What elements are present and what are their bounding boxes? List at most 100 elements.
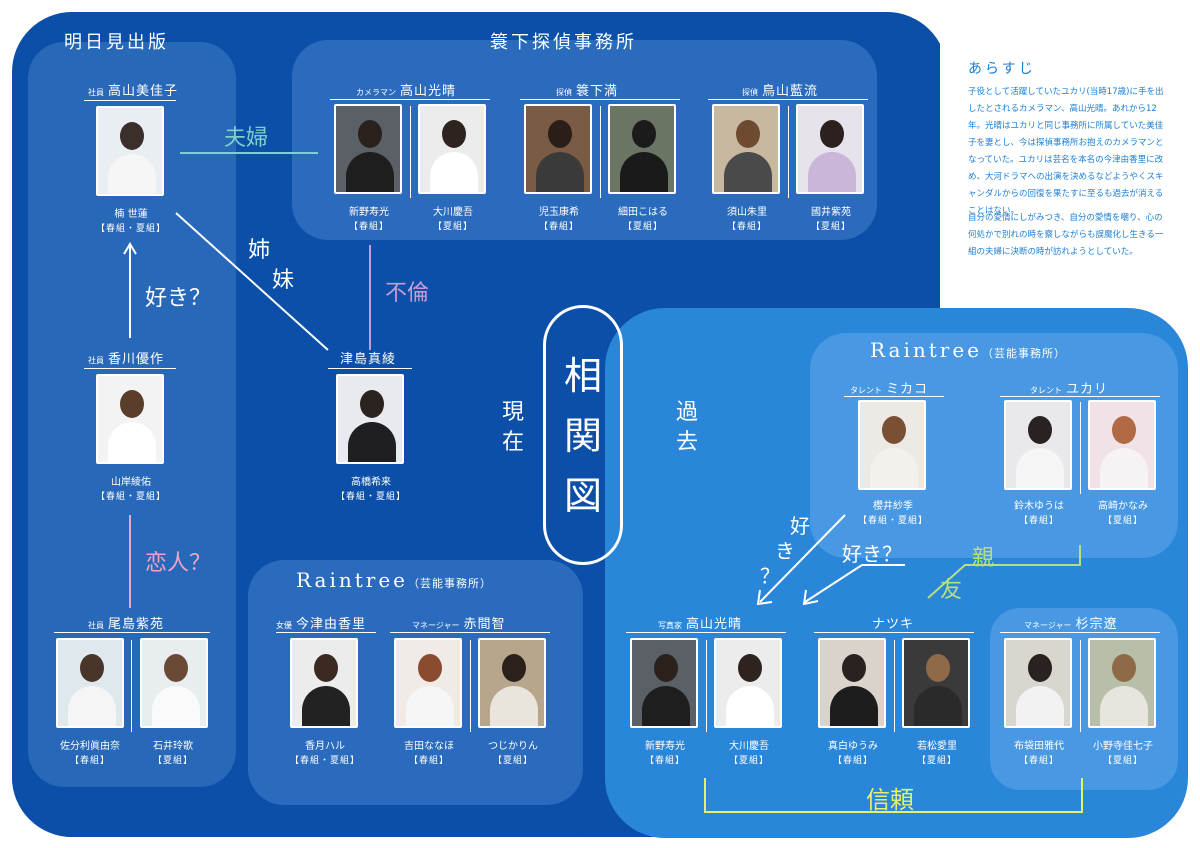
actor-kodama: 児玉康希 【春組】 (514, 206, 604, 234)
role-title: 探偵 (742, 88, 758, 97)
actor-class: 【春組】 (644, 756, 685, 766)
photo-divider (470, 640, 471, 732)
center-title-char: 関 (563, 414, 602, 458)
actor-name: 布袋田雅代 (1014, 741, 1064, 752)
actor-kunii: 國井紫苑 【夏組】 (786, 206, 876, 234)
role-underline (276, 632, 376, 633)
actor-name: 若松愛里 (917, 741, 957, 752)
actor-class: 【春組】 (1018, 516, 1059, 526)
role-takayama-miyoko: 社員 高山美佳子 (88, 80, 178, 99)
actor-class: 【春組】 (726, 222, 767, 232)
actor-name: 細田こはる (618, 207, 668, 218)
photo-wakamatsu (902, 638, 970, 728)
actor-tsuji: つじかりん 【夏組】 (468, 740, 558, 768)
shinyu-line (927, 545, 1081, 599)
role-name: 津島真綾 (340, 352, 397, 367)
actor-class: 【春組】 (69, 756, 110, 766)
photo-divider (600, 106, 601, 198)
actor-okawa-1: 大川慶吾 【夏組】 (408, 206, 498, 234)
actor-name: 佐分利眞由奈 (60, 741, 120, 752)
actor-wakamatsu: 若松愛里 【夏組】 (892, 740, 982, 768)
photo-divider (788, 106, 789, 198)
page-background (940, 0, 1200, 308)
actor-okawa-2: 大川慶吾 【夏組】 (704, 740, 794, 768)
relation-suki-v3: ？ (760, 564, 780, 588)
role-name: 尾島紫苑 (108, 617, 165, 632)
actor-class: 【春組・夏組】 (95, 224, 166, 234)
actor-class: 【夏組】 (492, 756, 533, 766)
photo-suyama (712, 104, 780, 194)
role-underline (390, 632, 550, 633)
photo-kozuki (290, 638, 358, 728)
actor-name: 高崎かなみ (1098, 501, 1148, 512)
actor-name: 香月ハル (305, 741, 345, 752)
actor-name: 新野寿光 (349, 207, 389, 218)
actor-yamagishi: 山岸綾佑 【春組・夏組】 (86, 476, 176, 504)
group-heading-mika: 明日見出版 (64, 32, 169, 53)
actor-name: 大川慶吾 (433, 207, 473, 218)
relation-shinyu-1: 親 (972, 546, 995, 571)
role-underline (626, 632, 786, 633)
actor-kusunoki: 楠 世蓮 【春組・夏組】 (86, 208, 176, 236)
role-underline (1000, 396, 1160, 397)
synopsis-title: あらすじ (968, 61, 1036, 77)
relation-suki-mid: 好き？ (842, 542, 902, 566)
role-yukari: タレント ユカリ (1030, 378, 1108, 397)
photo-shinno-1 (334, 104, 402, 194)
raintree-sub: （芸能事務所） (982, 347, 1066, 360)
group-heading-raintree-present: Raintree（芸能事務所） (296, 568, 492, 592)
actor-class: 【春組】 (832, 756, 873, 766)
actor-sakurai: 櫻井紗季 【春組・夏組】 (848, 500, 938, 528)
photo-divider (894, 640, 895, 732)
actor-class: 【夏組】 (432, 222, 473, 232)
suki-mid-arrowhead (802, 589, 819, 606)
center-title-char: 図 (563, 474, 602, 518)
synopsis-paragraph-1: 子役として活躍していたユカリ(当時17歳)に手を出したとされるカメラマン、高山光… (968, 87, 1164, 216)
relation-suki-left: 好き？ (145, 286, 212, 311)
photo-tsuji (478, 638, 546, 728)
actor-takahashi: 高橋希来 【春組・夏組】 (326, 476, 416, 504)
photo-fubeta (1004, 638, 1072, 728)
photo-okawa-2 (714, 638, 782, 728)
actor-name: 高橋希来 (351, 477, 391, 488)
role-underline (814, 632, 974, 633)
suki-past-arrowhead (756, 589, 773, 606)
suki-mid-line-b (804, 564, 863, 603)
actor-name: 國井紫苑 (811, 207, 851, 218)
role-name: 高山光晴 (400, 84, 457, 99)
suki-past-line (759, 514, 846, 603)
actor-shinno-2: 新野寿光 【春組】 (620, 740, 710, 768)
role-toriyama-airu: 探偵 鳥山藍流 (742, 80, 818, 99)
role-name: 簑下満 (576, 84, 619, 99)
actor-name: 新野寿光 (645, 741, 685, 752)
actor-class: 【春組・夏組】 (95, 492, 166, 502)
photo-takahashi (336, 374, 404, 464)
role-tsushima-maaya: 津島真綾 (340, 348, 396, 367)
group-heading-mino: 簑下探偵事務所 (490, 32, 637, 53)
actor-suyama: 須山朱里 【春組】 (702, 206, 792, 234)
photo-ishii (140, 638, 208, 728)
role-underline (328, 368, 412, 369)
group-heading-raintree-past: Raintree（芸能事務所） (870, 338, 1066, 362)
actor-name: 児玉康希 (539, 207, 579, 218)
relation-fuufu: 夫婦 (224, 126, 269, 151)
photo-onodera (1088, 638, 1156, 728)
actor-kozuki: 香月ハル 【春組・夏組】 (280, 740, 370, 768)
actor-name: 楠 世蓮 (114, 209, 148, 220)
actor-name: 吉田ななほ (404, 741, 454, 752)
role-sugi-munetoo: マネージャー 杉宗遼 (1024, 613, 1117, 632)
actor-ishii: 石井玲歌 【夏組】 (128, 740, 218, 768)
relation-shinyu-2: 友 (940, 578, 963, 603)
role-name: ユカリ (1066, 382, 1109, 397)
actor-class: 【夏組】 (152, 756, 193, 766)
shimai-line (175, 212, 329, 351)
role-name: 鳥山藍流 (762, 84, 819, 99)
present-char: 現 (502, 400, 525, 425)
role-title: 社員 (88, 88, 104, 97)
relation-shimai-2: 妹 (272, 268, 295, 293)
raintree-name: Raintree (296, 568, 408, 592)
role-underline (330, 99, 490, 100)
role-name: ミカコ (886, 382, 929, 397)
role-title: タレント (850, 386, 882, 395)
role-imazu-yukari: 女優 今津由香里 (276, 613, 366, 632)
